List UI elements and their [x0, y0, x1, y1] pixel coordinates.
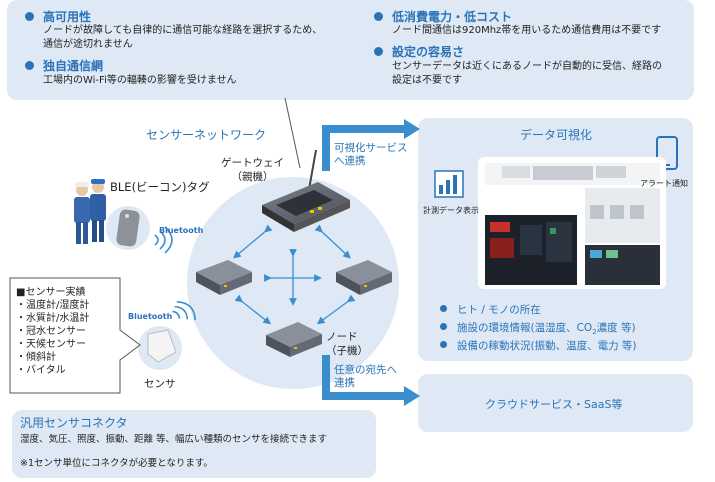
feature-title-low-power: 低消費電力・低コスト	[374, 8, 512, 25]
sensor-label: センサ	[144, 378, 176, 390]
measure-label: 計測データ表示	[423, 206, 479, 215]
node-label: ノード（子機）	[326, 331, 368, 357]
gateway-device	[262, 149, 350, 232]
feature-desc-high-availability: ノードが故障しても自律的に通信可能な経路を選択するため、通信が途切れません	[43, 25, 323, 50]
alert-label: アラート通知	[640, 179, 688, 188]
sensor-list-callout	[9, 277, 141, 394]
signal-icon-ble	[154, 226, 173, 254]
visualization-title: データ可視化	[520, 128, 593, 142]
bluetooth-label-tag: Bluetooth	[159, 226, 204, 235]
feature-desc-easy-setup: センサーデータは近くにあるノードが自動的に受信、経路の設定は不要です	[392, 61, 662, 86]
gateway-label: ゲートウェイ（親機）	[221, 157, 284, 183]
sensor-list: ■センサー実績 ・温度計/湿度計 ・水質計/水温計 ・冠水センサー ・天候センサ…	[16, 287, 90, 376]
connector-note: ※1センサ単位にコネクタが必要となります。	[20, 458, 213, 469]
dashboard-screenshot	[478, 157, 666, 289]
visual-bullet-location: ヒト / モノの所在	[440, 302, 541, 317]
feature-title-easy-setup: 設定の容易さ	[374, 43, 464, 60]
network-title: センサーネットワーク	[146, 128, 267, 142]
connector-desc: 湿度、気圧、照度、振動、距離 等、幅広い種類のセンサを接続できます	[20, 434, 328, 445]
node-device-bottom	[266, 322, 322, 357]
visual-bullet-environment: 施設の環境情報(温湿度、CO2濃度 等)	[440, 320, 636, 336]
arrow-vis-label: 可視化サービスへ連携	[334, 142, 408, 167]
bluetooth-label-sensor: Bluetooth	[128, 312, 173, 321]
feature-desc-low-power: ノード間通信は920Mhz帯を用いるため通信費用は不要です	[392, 25, 662, 36]
features-panel	[7, 0, 694, 100]
arrow-dest-label: 任意の宛先へ連携	[334, 364, 397, 389]
cloud-panel	[418, 374, 693, 432]
workers-illustration	[74, 179, 106, 244]
sensor-list-title: ■センサー実績	[16, 287, 86, 298]
cloud-label: クラウドサービス・SaaS等	[485, 398, 623, 411]
arrow-to-visualization	[322, 119, 420, 171]
feature-title-high-availability: 高可用性	[25, 8, 91, 25]
feature-title-own-network: 独自通信網	[25, 57, 103, 74]
node-device-right	[336, 260, 392, 295]
connector-panel	[12, 410, 376, 478]
connector-title: 汎用センサコネクタ	[20, 416, 128, 430]
sensor-illustration	[138, 326, 182, 370]
signal-icon-sensor	[172, 301, 196, 321]
chart-icon	[434, 170, 464, 198]
node-device-left	[196, 260, 252, 295]
ble-tag-label: BLE(ビーコン)タグ	[110, 180, 210, 194]
feature-desc-own-network: 工場内のWi-Fi等の輻輳の影響を受けません	[43, 75, 237, 86]
visual-bullet-equipment: 設備の稼動状況(振動、温度、電力 等)	[440, 338, 637, 353]
arrow-to-cloud	[322, 355, 420, 406]
ble-tag-illustration	[106, 206, 150, 250]
